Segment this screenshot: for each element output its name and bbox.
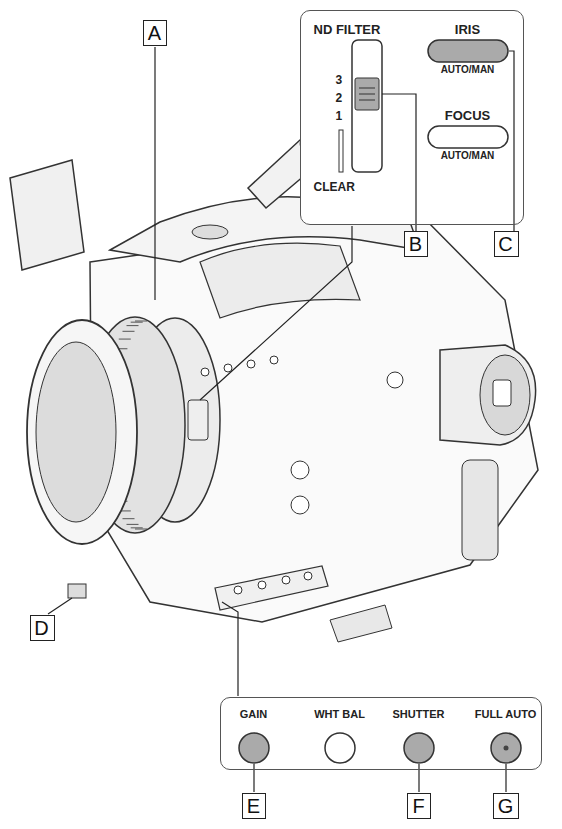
lens-ridge	[135, 529, 147, 530]
strip-button	[282, 576, 290, 584]
control-label: CLEAR	[314, 180, 355, 194]
control-label: GAIN	[240, 708, 268, 721]
eyepiece-glass	[493, 380, 511, 406]
leader-line	[505, 764, 506, 792]
nd-slider-track	[352, 40, 382, 172]
control-label: SHUTTER	[393, 708, 445, 721]
knob-grip	[359, 100, 375, 101]
control-label: FULL AUTO	[475, 708, 537, 721]
inset-ground	[300, 10, 524, 225]
lens-ridge	[127, 524, 139, 525]
callout-box: E	[242, 793, 266, 819]
leader-line	[382, 94, 416, 231]
callout-letter: A	[148, 22, 161, 44]
button-panel-ground	[220, 697, 542, 770]
callout-letter: B	[409, 233, 422, 255]
button-panel-graphics	[220, 697, 542, 770]
lens-ridge	[123, 518, 135, 519]
control-label: ND FILTER	[314, 22, 381, 38]
lens-ridge	[127, 325, 139, 326]
callout-box: D	[30, 615, 55, 641]
lens-switch	[68, 584, 86, 598]
callout-letter: C	[498, 233, 512, 255]
leader-lines	[48, 47, 514, 792]
control-label: AUTO/MAN	[441, 64, 495, 76]
viewfinder	[440, 345, 536, 445]
round-button	[239, 733, 269, 763]
lens-front	[27, 320, 137, 544]
zoom-lever	[330, 605, 392, 642]
control-label: WHT BAL	[314, 708, 365, 721]
grip-strap	[462, 460, 498, 560]
control-panel: GAIN WHT BAL SHUTTER FULL AUTO	[220, 697, 542, 770]
round-button	[325, 733, 355, 763]
inset-graphics	[300, 10, 524, 225]
callout-letter: F	[412, 795, 424, 817]
round-button	[404, 733, 434, 763]
strip-button	[304, 572, 312, 580]
side-jack	[291, 496, 309, 514]
leader-line	[418, 764, 419, 792]
focus-button	[428, 126, 508, 148]
accessory-shoe	[192, 225, 228, 239]
clear-indicator	[339, 130, 343, 172]
handle-grip	[200, 243, 360, 318]
control-panel: ND FILTER 3 2 1CLEAR IRIS AUTO/MAN FOCUS AUTO/M…	[300, 10, 524, 225]
lens-ridge	[119, 339, 131, 340]
knob-grip	[359, 94, 375, 95]
control-label: AUTO/MAN	[441, 150, 495, 162]
callout-box: A	[143, 20, 167, 46]
lcd-panel	[10, 160, 84, 270]
control-label: 3	[336, 73, 343, 87]
strip-button	[258, 581, 266, 589]
callout-letter: G	[498, 795, 514, 817]
callout-box: C	[494, 231, 519, 257]
side-button	[201, 368, 209, 376]
full-auto-lamp	[504, 746, 509, 751]
lens-ridge	[131, 322, 143, 323]
round-button	[491, 733, 521, 763]
leader-line	[48, 598, 72, 614]
side-jack	[291, 461, 309, 479]
knob-grip	[359, 88, 375, 89]
callout-letter: D	[34, 617, 48, 639]
strap-button	[387, 372, 403, 388]
leader-line	[509, 51, 514, 231]
callout-box: G	[493, 793, 519, 819]
control-label: FOCUS	[445, 108, 491, 124]
button-strip	[215, 566, 328, 610]
leader-line	[154, 47, 155, 300]
control-label: 1	[336, 109, 343, 123]
callout-box: F	[407, 793, 431, 819]
side-button	[224, 364, 232, 372]
leader-line	[200, 226, 352, 400]
control-label: IRIS	[455, 22, 480, 38]
side-button	[270, 356, 278, 364]
lens-ridge	[131, 527, 143, 528]
leader-line	[222, 602, 238, 696]
callout-box: B	[404, 231, 428, 257]
nd-slider-knob	[355, 78, 379, 110]
lens-ridge	[123, 331, 135, 332]
side-switch	[188, 400, 208, 440]
side-button	[247, 360, 255, 368]
lens-front-inner	[36, 342, 116, 522]
strip-button	[234, 586, 242, 594]
leader-line	[253, 764, 254, 792]
eyecup	[480, 355, 530, 435]
lens-ridge	[135, 321, 147, 322]
callout-letter: E	[247, 795, 260, 817]
control-label: 2	[336, 91, 343, 105]
iris-button	[428, 40, 508, 62]
